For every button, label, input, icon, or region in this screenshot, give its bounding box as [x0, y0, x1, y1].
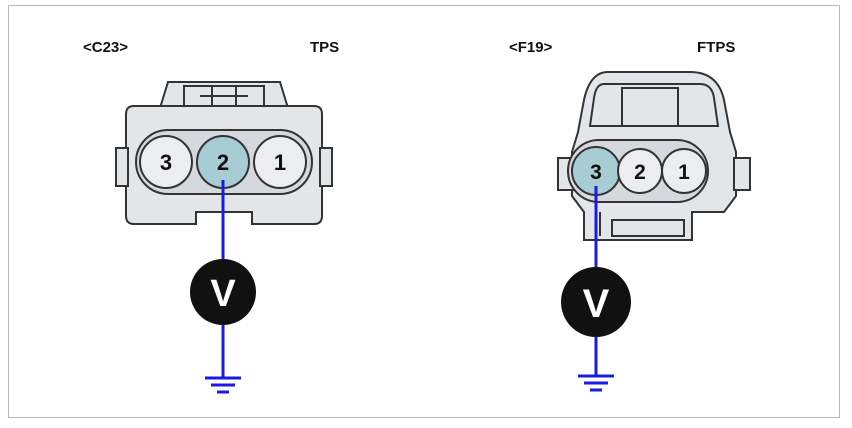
ftps-meter-label: V [583, 282, 610, 326]
ftps-connector-group: <F19> FTPS 3 2 1 [509, 39, 751, 392]
ground-icon [578, 374, 614, 392]
tps-connector-group: <C23> TPS 3 2 1 [83, 39, 339, 394]
tps-connector-name: TPS [310, 39, 339, 56]
tps-connector-code: <C23> [83, 39, 128, 56]
ftps-pin-1-label: 1 [678, 161, 690, 184]
ftps-pin-2-label: 2 [634, 161, 646, 184]
ftps-pin-1 [661, 148, 707, 194]
tps-connector-latch [158, 81, 290, 109]
tps-pin-1-label: 1 [274, 150, 286, 175]
ftps-pin-3-label: 3 [590, 161, 602, 184]
voltmeter-icon: V [190, 259, 256, 325]
ftps-connector-code: <F19> [509, 39, 553, 56]
voltmeter-icon: V [561, 267, 631, 337]
tps-pin-3 [139, 135, 193, 189]
diagram-frame [8, 5, 840, 418]
ground-icon [205, 376, 241, 394]
tps-pin-2-label: 2 [217, 150, 229, 175]
tps-meter-label: V [210, 273, 236, 315]
ftps-connector-name: FTPS [697, 39, 735, 56]
tps-pin-1 [253, 135, 307, 189]
tps-pin-3-label: 3 [160, 150, 172, 175]
